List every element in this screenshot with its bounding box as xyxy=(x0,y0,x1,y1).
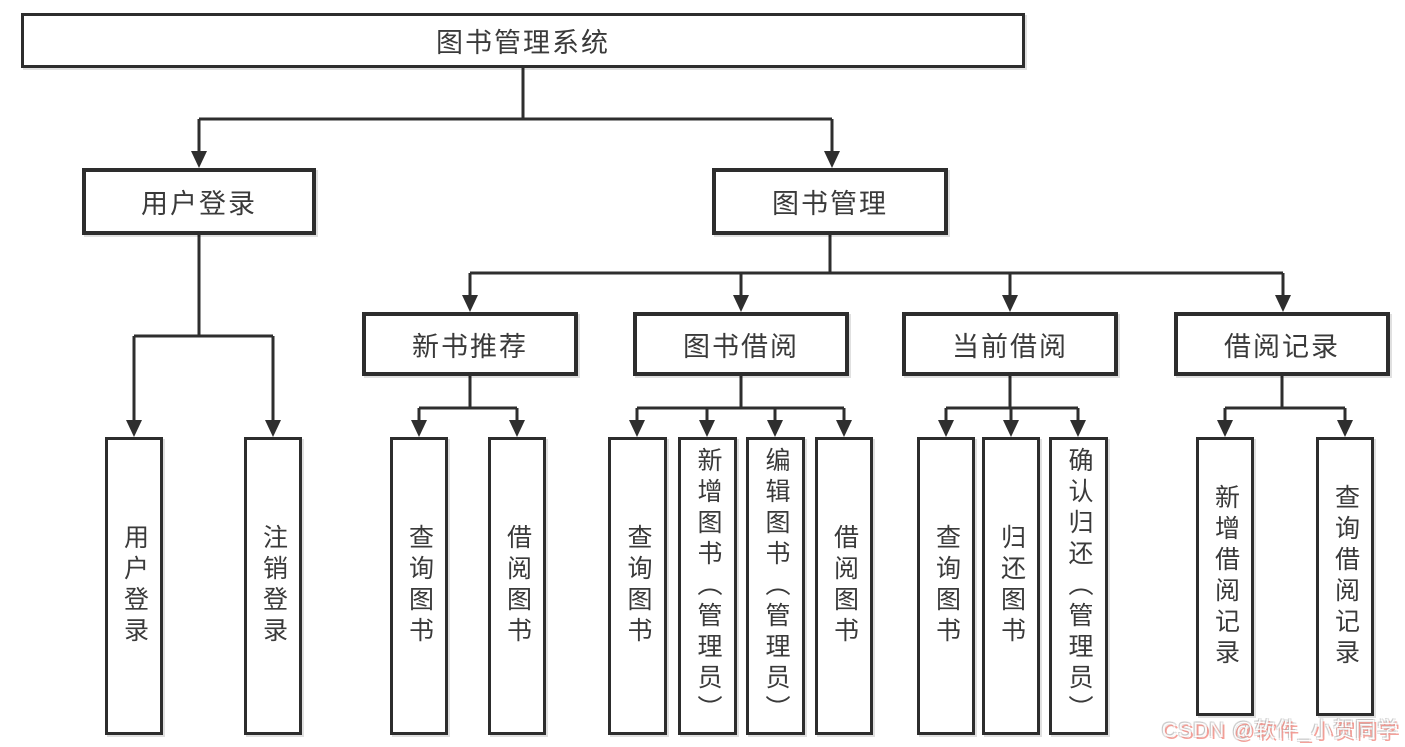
connector-bookmgmt-to-level3 xyxy=(468,235,1285,296)
csdn-watermark: CSDN @软件_小贺同学 xyxy=(1161,719,1399,742)
leaf-records-query-record: 查询借阅记录 xyxy=(1316,437,1374,716)
leaf-current-query-books: 查询图书 xyxy=(917,437,975,735)
arrowhead-icon xyxy=(1217,420,1233,437)
connector-newrec-to-leaves xyxy=(417,376,519,421)
connector-currentborrow-to-leaves xyxy=(944,376,1080,421)
leaf-logout: 注销登录 xyxy=(244,437,302,735)
node-borrow-records: 借阅记录 xyxy=(1174,312,1390,376)
arrowhead-icon xyxy=(411,420,427,437)
arrowhead-icon xyxy=(629,420,645,437)
node-user-login: 用户登录 xyxy=(82,168,316,235)
arrowhead-icon xyxy=(1002,295,1018,312)
leaf-user-login: 用户登录 xyxy=(105,437,163,735)
node-book-borrow: 图书借阅 xyxy=(633,312,849,376)
connector-userlogin-to-leaves xyxy=(132,235,275,421)
leaf-borrow-edit-books-admin: 编辑图书（管理员） xyxy=(746,437,805,735)
arrowhead-icon xyxy=(733,295,749,312)
connector-records-to-leaves xyxy=(1223,376,1347,421)
arrowhead-icon xyxy=(265,420,281,437)
node-library-system: 图书管理系统 xyxy=(21,13,1025,68)
arrowhead-icon xyxy=(462,295,478,312)
arrowhead-icon xyxy=(767,420,783,437)
arrowhead-icon xyxy=(836,420,852,437)
leaf-current-confirm-return-admin: 确认归还（管理员） xyxy=(1049,437,1108,735)
arrowhead-icon xyxy=(126,420,142,437)
connector-bookborrow-to-leaves xyxy=(635,376,846,421)
connector-root-to-level2 xyxy=(197,68,834,152)
leaf-borrow-add-books-admin: 新增图书（管理员） xyxy=(678,437,737,735)
arrowhead-icon xyxy=(938,420,954,437)
leaf-current-return-books: 归还图书 xyxy=(982,437,1040,735)
node-book-management: 图书管理 xyxy=(712,168,948,235)
node-new-book-recommend: 新书推荐 xyxy=(362,312,578,376)
leaf-recommend-query-books: 查询图书 xyxy=(390,437,448,735)
arrowhead-icon xyxy=(509,420,525,437)
leaf-recommend-borrow-books: 借阅图书 xyxy=(488,437,546,735)
node-current-borrow: 当前借阅 xyxy=(902,312,1118,376)
arrowhead-icon xyxy=(699,420,715,437)
leaf-borrow-query-books: 查询图书 xyxy=(608,437,667,735)
leaf-records-add-record: 新增借阅记录 xyxy=(1196,437,1254,716)
arrowhead-icon xyxy=(1070,420,1086,437)
arrowhead-icon xyxy=(1275,295,1291,312)
arrowhead-icon xyxy=(824,151,840,168)
arrowhead-icon xyxy=(191,151,207,168)
arrowhead-icon xyxy=(1003,420,1019,437)
leaf-borrow-borrow-books: 借阅图书 xyxy=(815,437,873,735)
arrowhead-icon xyxy=(1337,420,1353,437)
